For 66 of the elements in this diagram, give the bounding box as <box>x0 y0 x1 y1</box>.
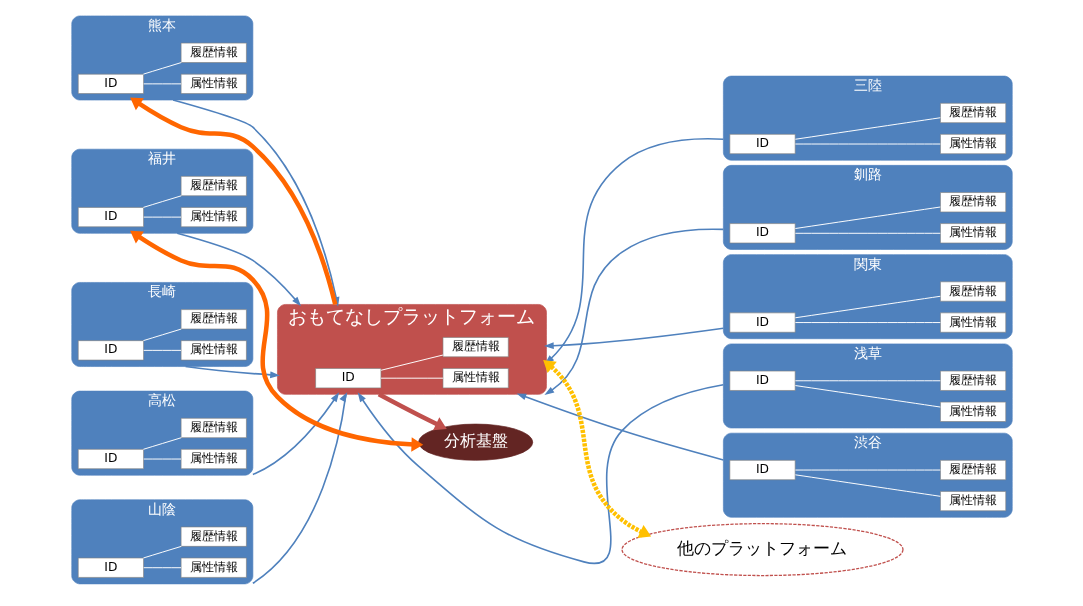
arrow <box>129 230 423 452</box>
node-box: ID <box>77 207 144 228</box>
node-ellipse: 分析基盤 <box>417 423 533 461</box>
arrow <box>543 327 724 350</box>
node-box: 履歴情報 <box>180 309 247 330</box>
node-box: ID <box>729 223 795 244</box>
connector <box>794 474 941 497</box>
node-box: ID <box>729 460 795 481</box>
connector <box>794 322 941 324</box>
connector <box>794 469 941 471</box>
arrow <box>542 359 651 539</box>
node-box: 履歴情報 <box>180 417 247 438</box>
connector <box>794 385 941 408</box>
node-box: 属性情報 <box>939 312 1006 333</box>
node-box: ID <box>314 368 381 389</box>
connector <box>380 377 443 379</box>
node-box: ID <box>77 557 144 578</box>
node-box: 履歴情報 <box>442 337 509 358</box>
connector <box>794 143 941 145</box>
connector <box>794 380 941 382</box>
arrow <box>251 392 347 585</box>
node-box: 履歴情報 <box>939 370 1006 391</box>
connector <box>142 458 181 460</box>
node-box: ID <box>729 370 795 391</box>
node-box: 履歴情報 <box>939 281 1006 302</box>
connector <box>794 206 941 229</box>
connector <box>142 83 181 85</box>
node-box: 履歴情報 <box>180 176 247 197</box>
connector <box>142 62 182 75</box>
node-box: 履歴情報 <box>180 42 247 63</box>
node-box: 属性情報 <box>442 368 509 389</box>
node-box: ID <box>729 312 795 333</box>
arrow <box>175 232 301 307</box>
node-box: 履歴情報 <box>939 460 1006 481</box>
connector <box>142 545 182 559</box>
node-box: 属性情報 <box>180 207 247 228</box>
connector <box>142 216 181 218</box>
connector <box>142 328 182 342</box>
node-box: ID <box>77 449 144 470</box>
arrow <box>516 393 724 461</box>
connector <box>142 437 182 450</box>
connector <box>794 117 941 140</box>
node-box: 属性情報 <box>939 491 1006 512</box>
connector <box>142 349 181 351</box>
node-box: ID <box>729 134 795 155</box>
node-box: 属性情報 <box>939 401 1006 422</box>
arrow <box>377 392 447 431</box>
node-box: ID <box>77 340 144 361</box>
node-box: 属性情報 <box>180 557 247 578</box>
arrow <box>184 365 280 379</box>
node-box: ID <box>77 73 144 94</box>
node-box: 履歴情報 <box>939 192 1006 213</box>
connector <box>142 195 182 208</box>
connector <box>142 567 181 569</box>
arrow <box>251 392 339 476</box>
arrow <box>357 384 724 565</box>
node-box: 属性情報 <box>180 340 247 361</box>
node-box: 属性情報 <box>180 73 247 94</box>
connector <box>794 232 941 234</box>
connector <box>380 354 443 371</box>
connector <box>794 295 941 319</box>
node-box: 属性情報 <box>939 223 1006 244</box>
node-box: 履歴情報 <box>180 526 247 547</box>
node-box: 属性情報 <box>180 449 247 470</box>
node-box: 履歴情報 <box>939 102 1006 123</box>
node-box: 属性情報 <box>939 134 1006 155</box>
